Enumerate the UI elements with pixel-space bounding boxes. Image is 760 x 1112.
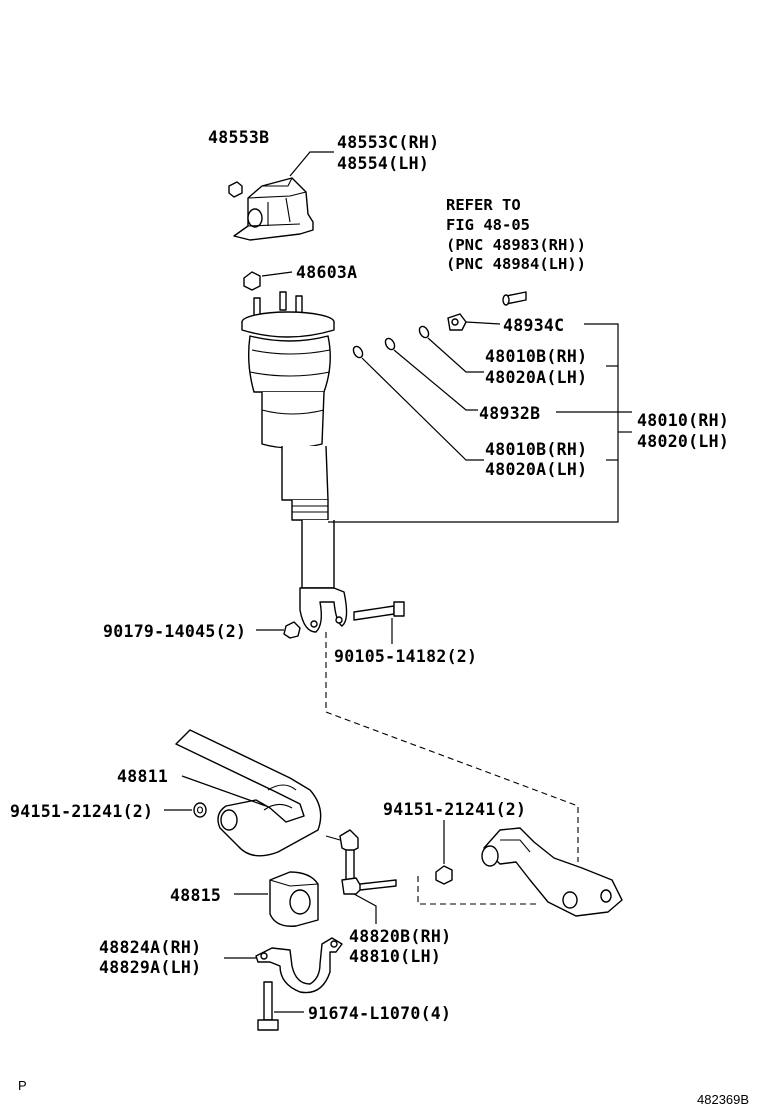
refer-line-2: FIG 48-05: [446, 216, 530, 234]
bushing-48815-drawing: [269, 871, 319, 927]
stabilizer-bar-drawing: [175, 729, 322, 857]
leader-48603A: [261, 271, 293, 277]
label-48829A: 48829A(LH): [99, 958, 201, 977]
label-48934C: 48934C: [503, 316, 564, 335]
label-48932B: 48932B: [479, 404, 540, 423]
label-48020A-bottom: 48020A(LH): [485, 460, 587, 479]
strut-bolts: [283, 601, 405, 639]
label-48824A: 48824A(RH): [99, 938, 201, 957]
upper-right-leaders: [328, 321, 632, 523]
label-90179: 90179-14045(2): [103, 622, 246, 641]
leader-48820B: [353, 893, 377, 924]
refer-line-3: (PNC 48983(RH)): [446, 236, 586, 254]
label-90105: 90105-14182(2): [334, 647, 477, 666]
label-94151-right: 94151-21241(2): [383, 800, 526, 819]
nut-48603A-drawing: [243, 271, 261, 291]
lower-arm-drawing: [481, 827, 623, 917]
corner-mark-left: P: [18, 1078, 27, 1093]
refer-line-1: REFER TO: [446, 196, 521, 214]
label-48811: 48811: [117, 767, 168, 786]
leader-48553C: [289, 151, 334, 177]
label-48010-RH: 48010(RH): [637, 411, 729, 430]
air-suspension-strut-drawing: [241, 291, 348, 633]
label-48553B: 48553B: [208, 128, 269, 147]
figure-code: 482369B: [697, 1092, 749, 1107]
bracket-48824A-drawing: [255, 937, 343, 994]
refer-line-4: (PNC 48984(LH)): [446, 255, 586, 273]
label-91674: 91674-L1070(4): [308, 1004, 451, 1023]
nut-94151-left: [193, 802, 207, 818]
strut-small-parts: [352, 291, 527, 359]
label-48020A-top: 48020A(LH): [485, 368, 587, 387]
label-48554: 48554(LH): [337, 154, 429, 173]
bolt-91674-drawing: [257, 981, 279, 1031]
support-cover-drawing: [228, 177, 314, 241]
label-48010B-top: 48010B(RH): [485, 347, 587, 366]
leader-48811: [181, 775, 267, 807]
dashed-route-strut: [325, 632, 579, 862]
nut-94151-right: [435, 865, 453, 885]
label-48553C: 48553C(RH): [337, 133, 439, 152]
label-48603A: 48603A: [296, 263, 357, 282]
label-48010B-bottom: 48010B(RH): [485, 440, 587, 459]
label-48810: 48810(LH): [349, 947, 441, 966]
stabilizer-link-drawing: [325, 829, 397, 895]
label-94151-left: 94151-21241(2): [10, 802, 153, 821]
label-48020-LH: 48020(LH): [637, 432, 729, 451]
label-48820B: 48820B(RH): [349, 927, 451, 946]
label-48815: 48815: [170, 886, 221, 905]
